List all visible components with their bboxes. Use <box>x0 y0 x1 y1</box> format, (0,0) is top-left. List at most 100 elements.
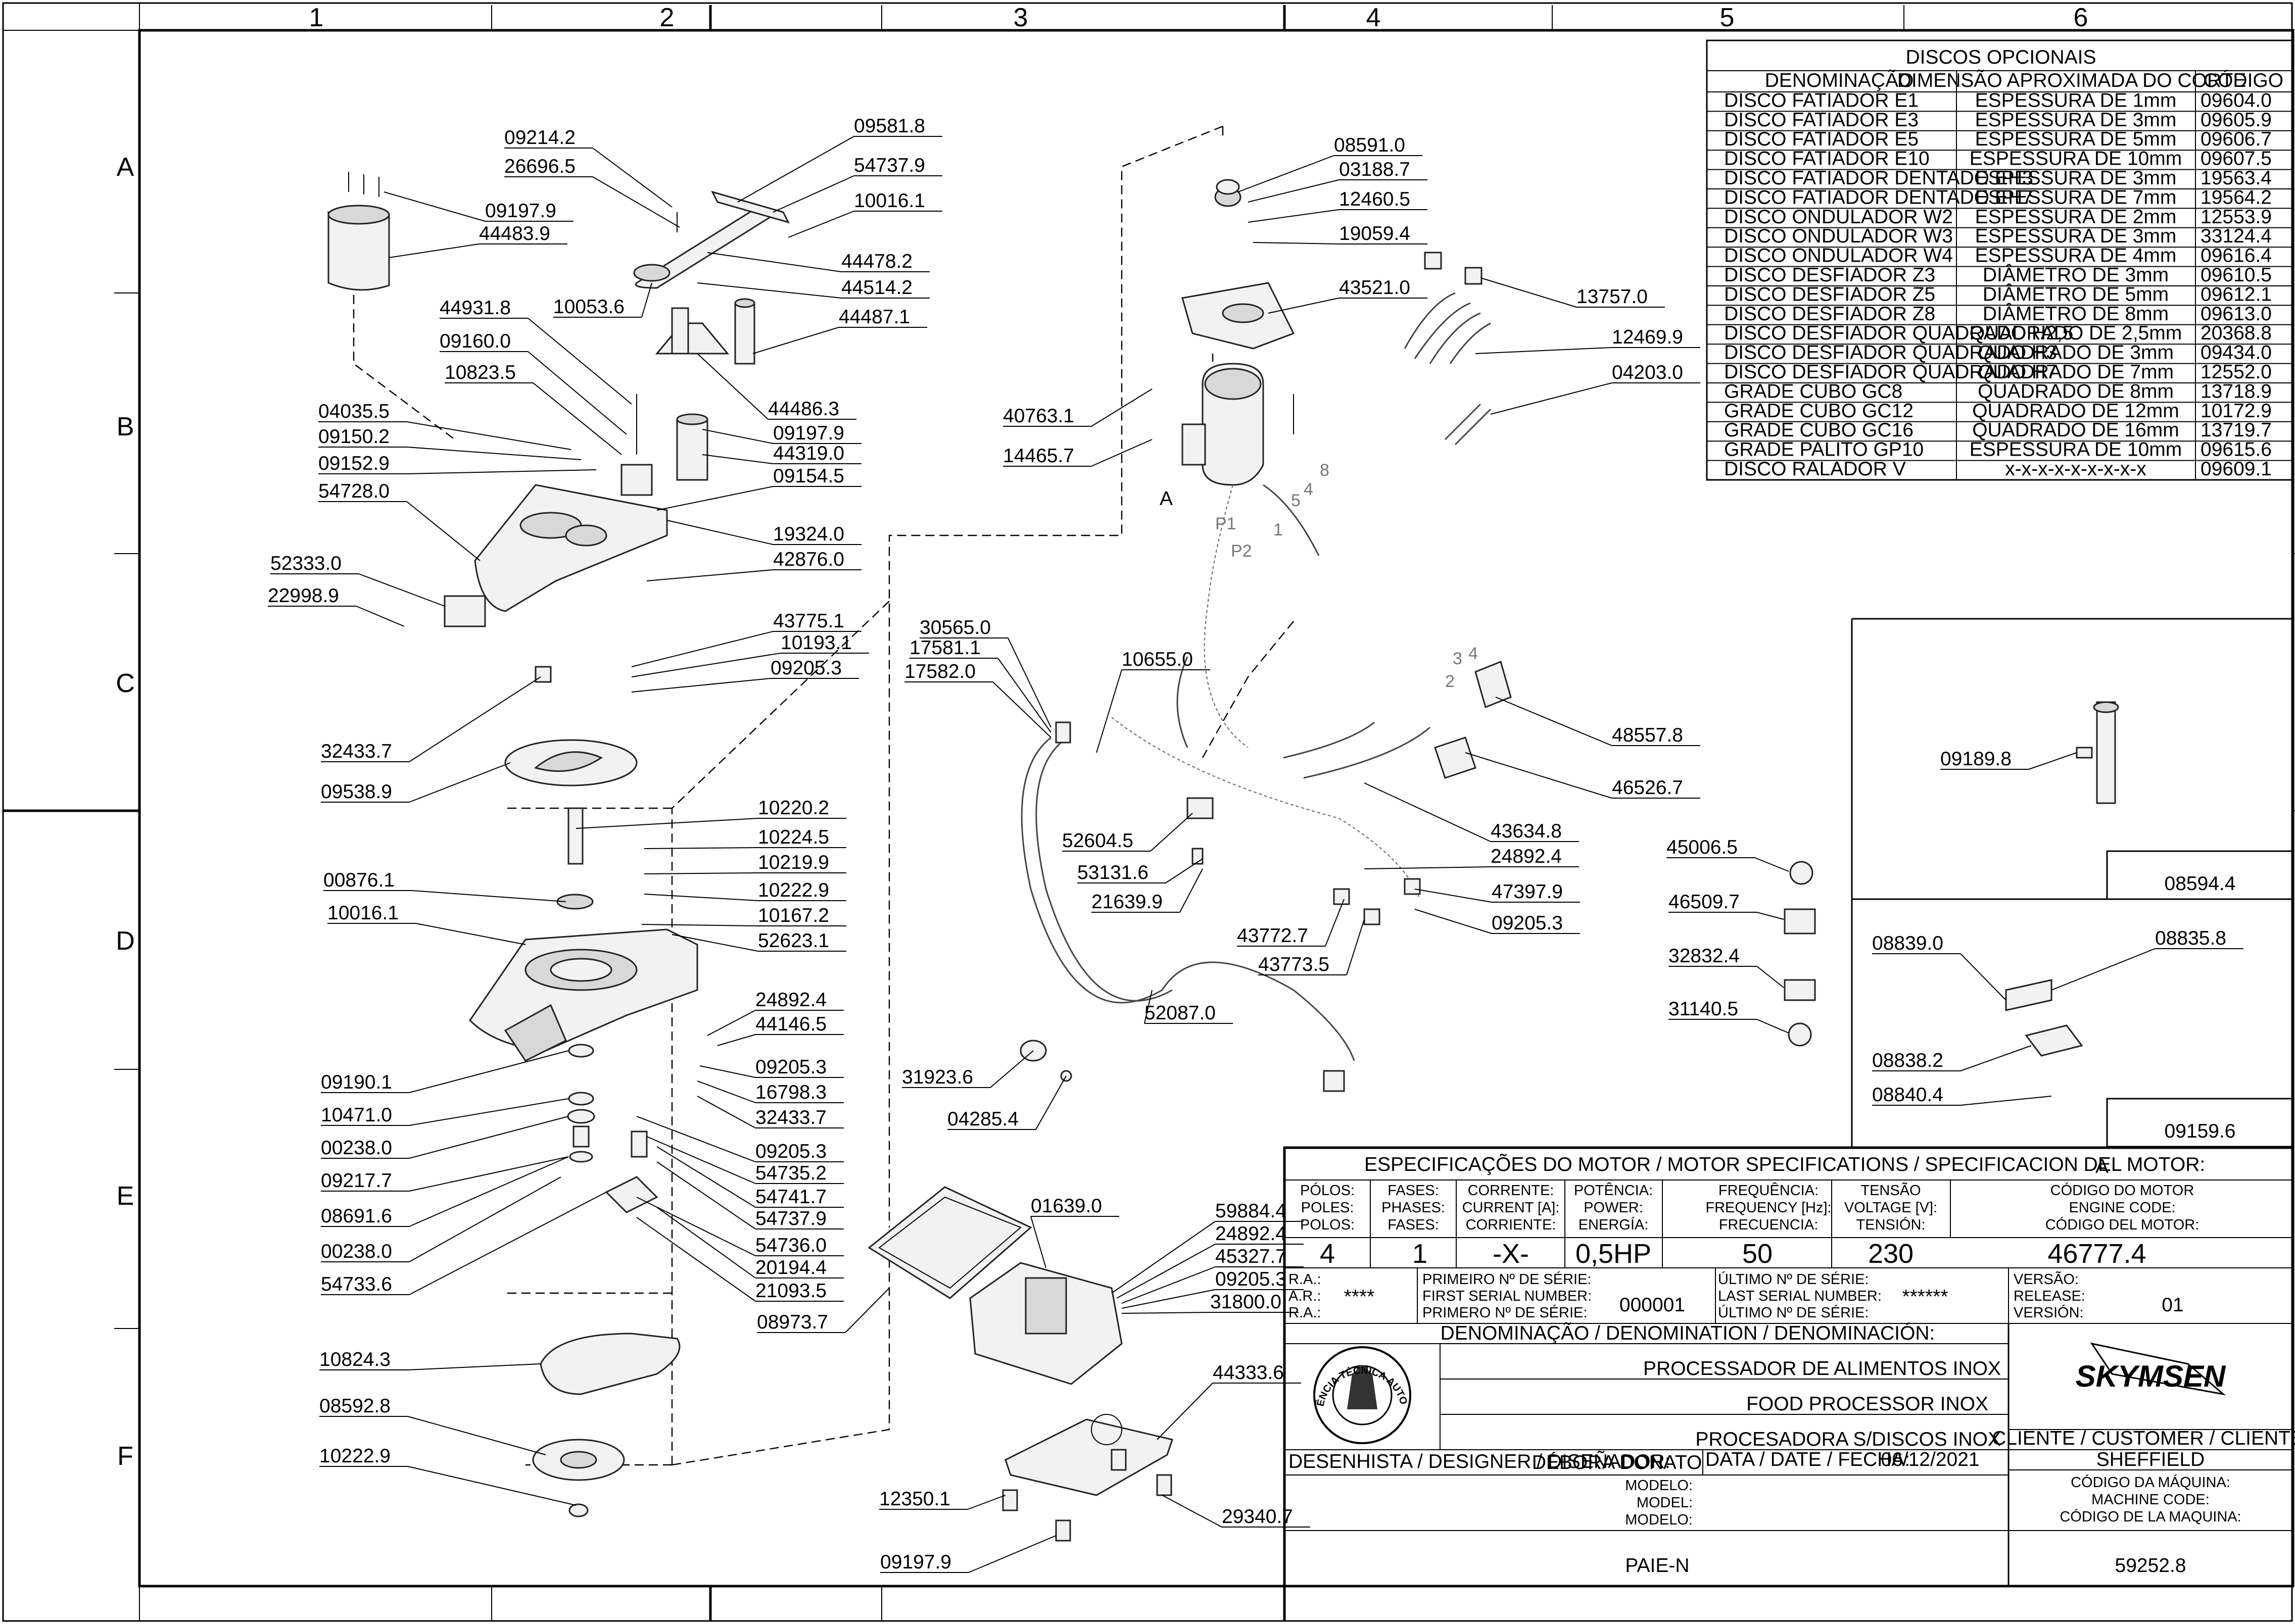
callout-leader <box>1480 277 1577 308</box>
disco-name: DISCO FATIADOR DENTADO EH7 <box>1724 186 2033 208</box>
callout-leader <box>702 454 774 464</box>
part-callout: 10219.9 <box>758 852 829 873</box>
callout-leader <box>697 353 769 420</box>
callout-leader <box>1325 899 1345 947</box>
callout-leader <box>636 1116 756 1162</box>
part-callout: 12460.5 <box>1339 188 1410 210</box>
callout-leader <box>707 1010 756 1036</box>
callout-leader <box>2051 948 2156 991</box>
disco-name: DISCO FATIADOR E1 <box>1724 89 1919 111</box>
callout-leader <box>773 175 854 213</box>
part-callout: 10823.5 <box>445 362 516 383</box>
callout-leader <box>845 1288 890 1333</box>
part-callout: 54736.0 <box>755 1235 827 1256</box>
callout-leader <box>1237 155 1334 192</box>
designer-value: DÉBORA DONATO <box>1532 1452 1702 1473</box>
disco-code: 19564.2 <box>2201 186 2272 208</box>
disco-code: 09607.5 <box>2201 148 2272 170</box>
disco-code: 09606.7 <box>2201 128 2272 150</box>
part-callouts: 09214.226696.509197.944483.909581.854737… <box>268 115 2226 1573</box>
grid-row-F: F <box>117 1442 133 1471</box>
feed-tube <box>327 172 390 291</box>
part-callout: 09154.5 <box>773 465 844 487</box>
cover-frame <box>868 1186 1032 1299</box>
callout-leader <box>409 762 511 803</box>
callout-leader <box>656 1207 756 1278</box>
callout-leader <box>1179 868 1203 913</box>
callout-leader <box>656 1161 756 1229</box>
disco-name: DISCO ONDULADOR W3 <box>1724 225 1953 247</box>
callout-leader <box>656 1146 756 1208</box>
callout-leader <box>752 327 839 354</box>
machine-code-value: 59252.8 <box>2115 1555 2186 1577</box>
machine-code-label-es: CÓDIGO DE LA MAQUINA: <box>2060 1508 2241 1525</box>
callout-leader <box>415 923 526 945</box>
part-callout: 53131.6 <box>1077 862 1149 883</box>
part-callout: 19059.4 <box>1339 223 1410 244</box>
callout-leader <box>717 1034 756 1046</box>
disco-dimension: ESPESSURA DE 10mm <box>1970 148 2182 170</box>
disco-dimension: QUADRADO DE 2,5mm <box>1970 322 2182 344</box>
disco-code: 09613.0 <box>2201 303 2272 325</box>
part-callout: 52604.5 <box>1062 830 1133 852</box>
callout-leader <box>1414 909 1492 934</box>
date-label: DATA / DATE / FECHA: <box>1705 1449 1910 1470</box>
callout-leader <box>406 447 582 460</box>
callout-leader <box>968 1535 1057 1573</box>
parts-drawing <box>327 172 2119 1542</box>
model-label-es: MODELO: <box>1625 1512 1693 1528</box>
disco-code: 09604.0 <box>2201 89 2272 111</box>
part-callout: 52087.0 <box>1144 1002 1216 1024</box>
callout-leader <box>407 1363 541 1370</box>
part-callout: 08839.0 <box>1872 932 1943 954</box>
callout-leader <box>656 486 774 511</box>
callout-leader <box>1364 782 1491 842</box>
denomination-en: FOOD PROCESSOR INOX <box>1746 1393 1988 1415</box>
polos-label-pt: PÓLOS: <box>1300 1182 1355 1199</box>
fases-label-en: PHASES: <box>1381 1200 1445 1216</box>
callout-leader <box>697 282 842 299</box>
part-callout: 09205.3 <box>1492 912 1563 934</box>
callout-leader <box>1756 966 1784 988</box>
motor-spec-letter: A <box>2095 1156 2109 1177</box>
callout-leader <box>409 1050 569 1093</box>
callout-leader <box>576 818 758 829</box>
disco-name: DISCO FATIADOR E3 <box>1724 109 1919 131</box>
callout-leader <box>644 894 758 901</box>
part-callout: 09205.3 <box>1215 1268 1286 1290</box>
callout-leader <box>528 351 627 435</box>
callout-leader <box>707 252 842 272</box>
wire-mark-1: 1 <box>1273 520 1283 539</box>
part-callout: 47397.9 <box>1492 881 1563 903</box>
disco-code: 33124.4 <box>2201 225 2272 247</box>
callout-leader <box>646 569 774 581</box>
part-callout: 00238.0 <box>321 1241 392 1262</box>
callout-leader <box>636 1197 756 1256</box>
corrente-label-es: CORRIENTE: <box>1466 1217 1556 1233</box>
disco-dimension: ESPESSURA DE 3mm <box>1975 225 2177 247</box>
part-callout: 43772.7 <box>1237 925 1308 947</box>
part-callout: 43773.5 <box>1258 954 1329 975</box>
disco-dimension: QUADRADO DE 3mm <box>1978 342 2174 364</box>
callout-leader <box>407 1416 546 1455</box>
callout-leader <box>1165 858 1203 883</box>
codigo-value: 46777.4 <box>2047 1239 2146 1269</box>
callout-leader <box>1121 1266 1216 1304</box>
disco-dimension: x-x-x-x-x-x-x-x-x <box>2005 458 2146 480</box>
lid-housing <box>444 394 668 683</box>
polos-label-es: POLOS: <box>1300 1217 1355 1233</box>
part-callout: 54728.0 <box>318 480 390 502</box>
part-callout: 10016.1 <box>327 902 399 924</box>
base-plate <box>1002 1414 1173 1542</box>
disco-name: GRADE CUBO GC12 <box>1724 400 1914 422</box>
detail-box-2: 09159.6 <box>2106 1098 2294 1148</box>
grid-col-4: 4 <box>1366 3 1381 32</box>
callout-leader <box>411 890 566 902</box>
wire-mark-p2: P2 <box>1231 542 1252 561</box>
part-callout: 10471.0 <box>321 1104 392 1126</box>
disco-dimension: QUADRADO DE 12mm <box>1972 400 2179 422</box>
callout-leader <box>697 1096 756 1128</box>
motor-mark: A <box>1160 488 1173 510</box>
disco-name: DISCO DESFIADOR Z3 <box>1724 264 1935 286</box>
grid-row-C: C <box>116 669 135 698</box>
